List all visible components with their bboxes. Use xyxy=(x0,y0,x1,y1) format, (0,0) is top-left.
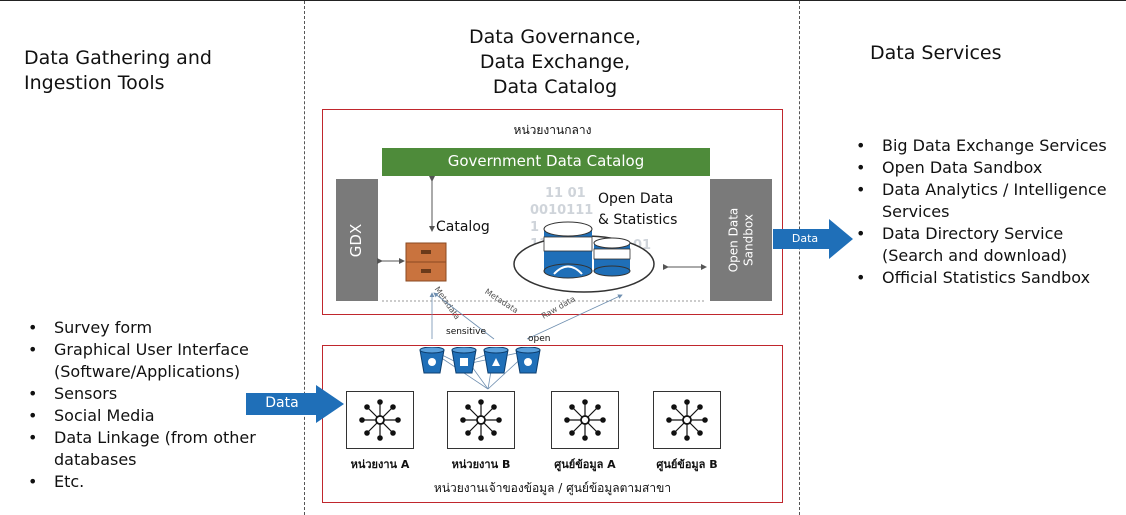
list-item: Data Linkage (from other databases xyxy=(22,427,302,471)
node-agency-b xyxy=(447,391,515,449)
data-in-arrow: Data xyxy=(246,385,346,423)
arrow-right-icon xyxy=(246,385,344,423)
node-agency-a xyxy=(346,391,414,449)
right-divider xyxy=(799,1,800,515)
bucket-icon xyxy=(419,347,445,374)
data-in-label: Data xyxy=(265,395,299,411)
list-item: Sensors xyxy=(22,383,302,405)
open-data-sandbox-bar: Open Data Sandbox xyxy=(710,179,772,301)
open-label: open xyxy=(528,334,551,344)
data-services-list: Big Data Exchange Services Open Data San… xyxy=(850,135,1122,289)
data-owner-box xyxy=(322,345,783,503)
node-data-center-b xyxy=(653,391,721,449)
list-item: Data Directory Service (Search and downl… xyxy=(850,223,1122,267)
node-label-data-center-b: ศูนย์ข้อมูล B xyxy=(656,458,718,471)
database-icon xyxy=(543,221,593,279)
government-data-catalog-bar: Government Data Catalog xyxy=(382,148,710,176)
list-item: Etc. xyxy=(22,471,302,493)
binary-line1: 11 01 xyxy=(545,186,586,201)
list-item: Official Statistics Sandbox xyxy=(850,267,1122,289)
node-label-agency-b: หน่วยงาน B xyxy=(451,458,511,471)
upper-box-graphics xyxy=(377,176,707,302)
left-column-title: Data Gathering and Ingestion Tools xyxy=(24,46,284,96)
list-item: Social Media xyxy=(22,405,302,427)
data-out-arrow: Data xyxy=(773,219,855,259)
file-cabinet-icon xyxy=(405,242,447,282)
list-item: Open Data Sandbox xyxy=(850,157,1122,179)
binary-line2: 0010111 xyxy=(530,203,594,218)
center-title-line3: Data Catalog xyxy=(492,76,618,98)
gdx-bar: GDX xyxy=(336,179,378,301)
left-title-line2: Ingestion Tools xyxy=(24,72,165,94)
central-agency-box xyxy=(322,109,783,315)
network-hub-icon xyxy=(460,399,502,441)
gathering-tools-list: Survey form Graphical User Interface (So… xyxy=(22,317,302,493)
network-hub-icon xyxy=(564,399,606,441)
network-hub-icon xyxy=(359,399,401,441)
left-divider xyxy=(304,1,305,515)
node-label-agency-a: หน่วยงาน A xyxy=(350,458,410,471)
binary-line3: 1 xyxy=(530,220,540,235)
central-agency-label: หน่วยงานกลาง xyxy=(513,123,592,137)
list-item: Big Data Exchange Services xyxy=(850,135,1122,157)
list-item: Data Analytics / Intelligence Services xyxy=(850,179,1122,223)
data-buckets xyxy=(419,347,541,374)
sensitive-label: sensitive xyxy=(446,327,487,337)
bucket-icon xyxy=(515,347,541,374)
arrow-right-icon xyxy=(773,219,853,259)
binary-decoration: 11 01 0010111 1 11 xyxy=(530,185,650,253)
database-small-icon xyxy=(593,237,631,277)
open-data-line1: Open Data xyxy=(598,191,674,207)
list-item: Survey form xyxy=(22,317,302,339)
left-title-line1: Data Gathering and xyxy=(24,47,212,69)
center-title-line1: Data Governance, xyxy=(468,26,642,48)
bucket-icon xyxy=(451,347,477,374)
node-label-data-center-a: ศูนย์ข้อมูล A xyxy=(554,458,616,471)
data-owner-caption: หน่วยงานเจ้าของข้อมูล / ศูนย์ข้อมูลตามสา… xyxy=(433,481,672,495)
node-data-center-a xyxy=(551,391,619,449)
network-hub-icon xyxy=(666,399,708,441)
right-column-title: Data Services xyxy=(870,42,1002,64)
center-title-line2: Data Exchange, xyxy=(479,51,631,73)
open-data-statistics-label: Open Data & Statistics xyxy=(598,189,677,231)
list-item: Graphical User Interface (Software/Appli… xyxy=(22,339,302,383)
center-column-title: Data Governance, Data Exchange, Data Cat… xyxy=(430,25,680,100)
catalog-label: Catalog xyxy=(436,219,490,235)
open-data-line2: & Statistics xyxy=(598,212,678,228)
data-out-label: Data xyxy=(791,232,819,245)
bucket-icon xyxy=(483,347,509,374)
